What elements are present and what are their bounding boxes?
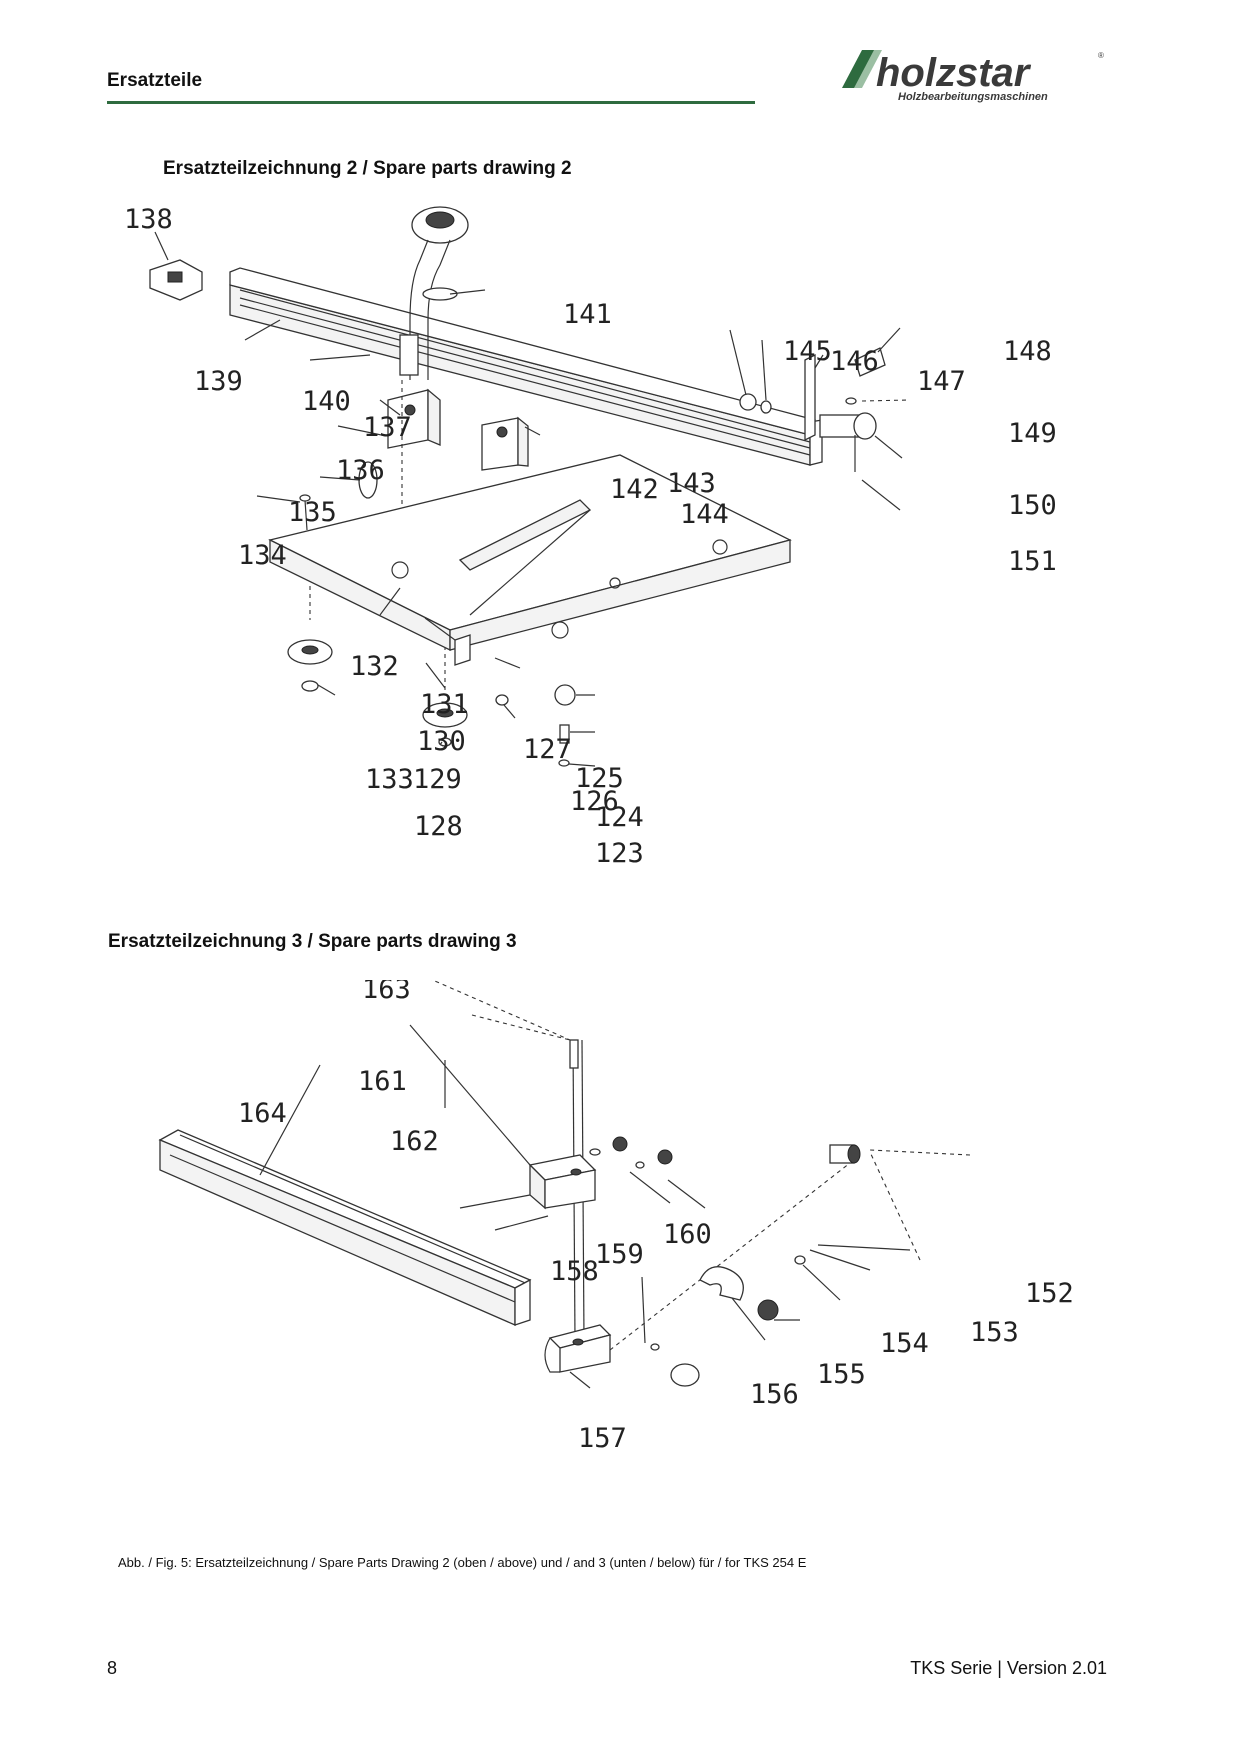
part-label-146: 146 — [830, 346, 879, 377]
clamp-block-142 — [481, 416, 529, 471]
fence-lock-assembly — [739, 347, 886, 472]
part-label-148: 148 — [1003, 336, 1052, 367]
part-label-136: 136 — [336, 455, 385, 486]
part-label-134: 134 — [238, 540, 287, 571]
part-label-124: 124 — [595, 802, 644, 833]
header-divider — [107, 101, 755, 104]
part-label-140: 140 — [302, 386, 351, 417]
clamp-handle-141 — [399, 206, 469, 380]
part-label-127: 127 — [523, 734, 572, 765]
part-label-130: 130 — [417, 726, 466, 757]
bushing-152 — [829, 1144, 861, 1164]
part-label-149: 149 — [1008, 418, 1057, 449]
part-label-125: 125 — [575, 763, 624, 794]
part-label-137: 137 — [363, 412, 412, 443]
logo-mark: holzstar ® Holzbearbeitungsmaschinen — [842, 50, 1104, 103]
part-label-158: 158 — [550, 1256, 599, 1287]
part-label-153: 153 — [970, 1317, 1019, 1348]
page-number: 8 — [107, 1658, 118, 1678]
part-label-143: 143 — [667, 468, 716, 499]
part-label-164: 164 — [238, 1098, 287, 1129]
part-label-142: 142 — [610, 474, 659, 505]
roller-129 — [422, 702, 468, 747]
part-label-161: 161 — [358, 1066, 407, 1097]
part-label-133: 133 — [365, 764, 414, 795]
bolts-162 — [459, 1194, 549, 1231]
knob-125 — [554, 684, 576, 767]
part-label-126: 126 — [570, 786, 619, 817]
knob-155 — [757, 1299, 779, 1321]
part-label-162: 162 — [390, 1126, 439, 1157]
logo-subtitle: Holzbearbeitungsmaschinen — [898, 91, 1048, 103]
roller-133 — [287, 639, 333, 692]
part-label-163: 163 — [362, 980, 411, 1005]
knobs-160 — [589, 1136, 673, 1169]
part-label-157: 157 — [578, 1423, 627, 1454]
part-label-139: 139 — [194, 366, 243, 397]
part-label-150: 150 — [1008, 490, 1057, 521]
knob-bottom — [670, 1363, 700, 1387]
part-label-152: 152 — [1025, 1278, 1074, 1309]
spare-parts-drawing-3: 163 161 164 162 160 159 158 152 153 154 … — [158, 980, 1074, 1454]
part-label-154: 154 — [880, 1328, 929, 1359]
part-label-159: 159 — [595, 1239, 644, 1270]
end-cap-138 — [149, 259, 203, 301]
part-label-155: 155 — [817, 1359, 866, 1390]
part-label-135: 135 — [288, 497, 337, 528]
part-label-145: 145 — [783, 336, 832, 367]
nut-126 — [495, 694, 509, 706]
document-version: TKS Serie | Version 2.01 — [910, 1658, 1107, 1678]
drawing3-title: Ersatzteilzeichnung 3 / Spare parts draw… — [108, 931, 517, 952]
sliding-table-144 — [268, 454, 792, 652]
bolt-134 — [299, 494, 311, 531]
holzstar-logo: holzstar ® Holzbearbeitungsmaschinen — [836, 44, 1108, 106]
svg-text:®: ® — [1098, 51, 1104, 60]
figure-caption: Abb. / Fig. 5: Ersatzteilzeichnung / Spa… — [118, 1555, 807, 1570]
part-label-156: 156 — [750, 1379, 799, 1410]
part-label-132: 132 — [350, 651, 399, 682]
part-label-160: 160 — [663, 1219, 712, 1250]
bracket-131 — [454, 634, 471, 666]
logo-wordmark: holzstar — [876, 51, 1032, 95]
section-label: Ersatzteile — [107, 70, 203, 91]
part-label-123: 123 — [595, 838, 644, 869]
part-label-138: 138 — [124, 204, 173, 235]
drawing2-title: Ersatzteilzeichnung 2 / Spare parts draw… — [163, 158, 572, 179]
clip-156 — [699, 1266, 744, 1301]
part-label-141: 141 — [563, 299, 612, 330]
part-label-128: 128 — [414, 811, 463, 842]
part-label-151: 151 — [1008, 546, 1057, 577]
part-label-147: 147 — [917, 366, 966, 397]
part-label-144: 144 — [680, 499, 729, 530]
part-label-129: 129 — [413, 764, 462, 795]
bracket-157 — [544, 1324, 612, 1373]
rail-164 — [158, 1129, 532, 1326]
spare-parts-drawing-2: 138 139 140 141 137 136 135 134 142 143 … — [124, 204, 1057, 869]
part-label-131: 131 — [420, 689, 469, 720]
block-161 — [528, 1154, 597, 1210]
clamp-block-137 — [387, 388, 441, 449]
